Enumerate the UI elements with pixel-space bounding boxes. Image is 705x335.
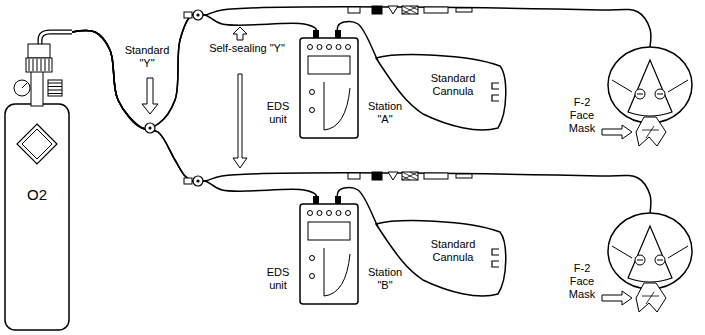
- inlet-nozzle: [313, 196, 319, 204]
- pointer-arrow: [602, 291, 632, 305]
- nasal-prongs: [492, 83, 499, 101]
- exhalation-valve: [655, 255, 665, 265]
- indicator-light: [346, 211, 351, 216]
- control-button: [310, 256, 315, 261]
- oxygen-tube: [72, 14, 317, 129]
- indicator-light: [336, 45, 341, 50]
- display-window: [308, 56, 350, 74]
- inline-valve-set: [348, 6, 472, 14]
- gas-label: O2: [2, 186, 72, 204]
- indicator-light: [327, 211, 332, 216]
- pointer-arrow: [602, 125, 632, 139]
- oxygen-tube: [72, 31, 317, 204]
- part-label: F-2 Face Mask: [564, 262, 600, 301]
- tank-node: O2: [2, 22, 72, 333]
- outlet-nozzle: [335, 30, 341, 38]
- self-sealing-y-fitting: [184, 176, 203, 186]
- control-button: [310, 108, 315, 113]
- face-mask: [628, 226, 672, 282]
- pointer-arrow: [233, 74, 247, 168]
- unit-label: EDS unit: [258, 100, 298, 126]
- exhalation-valve: [635, 255, 645, 265]
- cylinder-neck: [31, 70, 43, 106]
- reservoir-bag: [636, 117, 666, 146]
- head-outline: [608, 47, 692, 123]
- control-button: [310, 274, 315, 279]
- indicator-light: [327, 45, 332, 50]
- control-button: [310, 90, 315, 95]
- self-sealing-y-fitting: [184, 10, 203, 20]
- part-label: F-2 Face Mask: [564, 96, 600, 135]
- eds-figure: [258, 196, 408, 308]
- meter-scale: [324, 254, 350, 296]
- pointer-arrow: [233, 27, 247, 40]
- fitting-label: Self-sealing "Y": [200, 42, 294, 55]
- reservoir-bag: [636, 283, 666, 312]
- hazard-diamond: [17, 124, 57, 164]
- inlet-nozzle: [313, 30, 319, 38]
- indicator-light: [336, 211, 341, 216]
- indicator-light: [317, 45, 322, 50]
- pointer-arrow: [142, 78, 158, 114]
- part-label: Standard Cannula: [420, 238, 486, 264]
- station-label: Station "B": [362, 266, 408, 292]
- eds-node: EDS unit Station "B": [258, 196, 408, 308]
- nasal-prongs: [492, 249, 499, 267]
- inline-valve-set: [348, 172, 472, 180]
- fitting-label: Standard "Y": [120, 44, 174, 70]
- indicator-light: [308, 211, 313, 216]
- oxygen-tube: [72, 7, 651, 129]
- indicator-light: [317, 211, 322, 216]
- cannula-loop: [376, 221, 506, 296]
- station-label: Station "A": [362, 100, 408, 126]
- unit-label: EDS unit: [258, 266, 298, 292]
- valve-knob: [48, 80, 62, 96]
- regulator-body: [28, 44, 50, 58]
- mask-node: F-2 Face Mask: [560, 206, 698, 316]
- tank-figure: [2, 22, 72, 333]
- standard-y-fitting: [145, 123, 155, 133]
- cannula-loop: [376, 55, 506, 130]
- part-label: Standard Cannula: [420, 72, 486, 98]
- cylinder-body: [5, 104, 69, 330]
- mask-node: F-2 Face Mask: [560, 40, 698, 150]
- indicator-light: [308, 45, 313, 50]
- eds-unit-body: [300, 204, 358, 304]
- outlet-nozzle: [335, 196, 341, 204]
- oxygen-tube: [72, 31, 651, 213]
- face-mask: [628, 60, 672, 116]
- indicator-light: [346, 45, 351, 50]
- pressure-gauge: [14, 80, 30, 96]
- eds-unit-body: [300, 38, 358, 138]
- display-window: [308, 222, 350, 240]
- regulator-nut: [26, 58, 52, 72]
- exhalation-valve: [655, 89, 665, 99]
- exhalation-valve: [635, 89, 645, 99]
- meter-scale: [324, 88, 350, 130]
- head-outline: [608, 213, 692, 289]
